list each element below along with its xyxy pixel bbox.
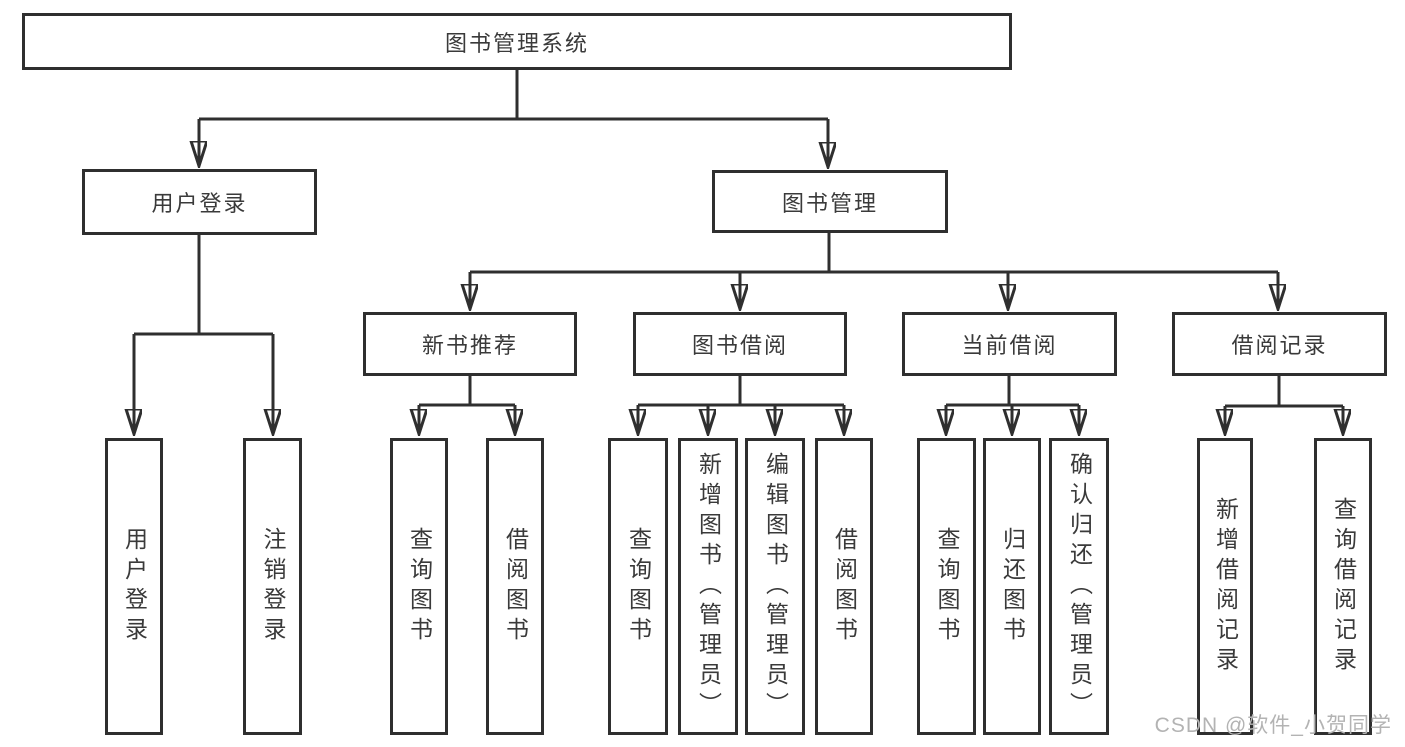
leaf-borrow-books-2: 借阅图书: [815, 438, 873, 735]
node-label: 归还图书: [999, 526, 1026, 647]
node-book-borrowing: 图书借阅: [633, 312, 847, 376]
node-label: 新书推荐: [421, 333, 518, 358]
node-label: 用户登录: [121, 526, 148, 647]
leaf-return-books: 归还图书: [983, 438, 1041, 735]
leaf-add-borrow-record: 新增借阅记录: [1197, 438, 1253, 735]
node-label: 图书借阅: [691, 333, 788, 358]
node-label: 用户登录: [151, 191, 248, 216]
node-label: 查询图书: [625, 526, 652, 647]
leaf-query-books-3: 查询图书: [917, 438, 976, 735]
node-label: 确认归还（管理员）: [1066, 451, 1093, 722]
node-label: 编辑图书（管理员）: [762, 451, 789, 722]
node-label: 新增图书（管理员）: [695, 451, 722, 722]
node-label: 借阅图书: [831, 526, 858, 647]
node-book-management: 图书管理: [712, 170, 948, 233]
node-label: 借阅图书: [502, 526, 529, 647]
leaf-logout: 注销登录: [243, 438, 302, 735]
leaf-query-books-1: 查询图书: [390, 438, 448, 735]
node-label: 查询图书: [934, 526, 960, 647]
node-new-book-recommendation: 新书推荐: [363, 312, 577, 376]
node-label: 图书管理: [781, 190, 878, 216]
node-current-borrowing: 当前借阅: [902, 312, 1117, 376]
watermark: CSDN @软件_小贺同学: [1154, 714, 1392, 737]
leaf-query-borrow-record: 查询借阅记录: [1314, 438, 1372, 735]
node-label: 新增借阅记录: [1212, 496, 1239, 677]
leaf-add-books-admin: 新增图书（管理员）: [678, 438, 738, 735]
node-label: 借阅记录: [1231, 333, 1328, 358]
node-library-management-system: 图书管理系统: [22, 13, 1012, 70]
node-borrowing-records: 借阅记录: [1172, 312, 1387, 376]
node-label: 注销登录: [260, 526, 286, 647]
node-label: 查询借阅记录: [1330, 496, 1357, 677]
leaf-query-books-2: 查询图书: [608, 438, 668, 735]
node-label: 当前借阅: [961, 333, 1058, 358]
leaf-confirm-return-admin: 确认归还（管理员）: [1049, 438, 1109, 735]
leaf-edit-books-admin: 编辑图书（管理员）: [745, 438, 805, 735]
node-user-login: 用户登录: [82, 169, 317, 235]
node-label: 图书管理系统: [444, 30, 589, 56]
leaf-user-login: 用户登录: [105, 438, 163, 735]
node-label: 查询图书: [406, 526, 433, 647]
leaf-borrow-books-1: 借阅图书: [486, 438, 544, 735]
